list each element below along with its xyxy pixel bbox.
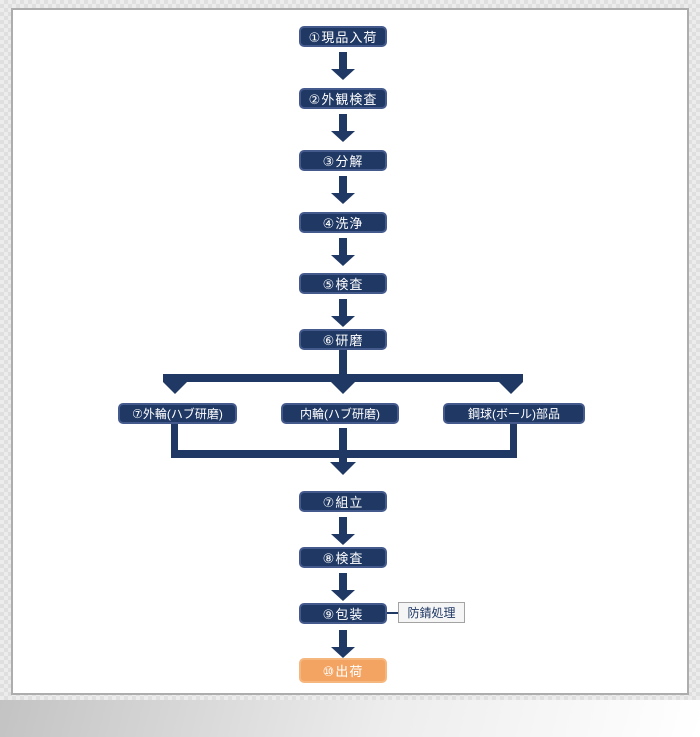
- down-arrow-icon: [331, 238, 355, 266]
- merge-center-stem-line: [339, 428, 347, 462]
- down-arrow-icon: [331, 114, 355, 142]
- flow-step-packaging: ⑨包装: [299, 603, 387, 624]
- flow-step-assembly: ⑦組立: [299, 491, 387, 512]
- merge-arrowhead-icon: [330, 462, 356, 475]
- merge-right-line: [510, 424, 517, 456]
- flow-step-inspection-2: ⑧検査: [299, 547, 387, 568]
- split-stem-line: [339, 350, 347, 378]
- rustproofing-note: 防錆処理: [398, 602, 465, 623]
- split-arrowhead-right-icon: [499, 382, 523, 394]
- flow-step-disassembly: ③分解: [299, 150, 387, 171]
- flow-branch-outer-ring: ⑦外輪(ハブ研磨): [118, 403, 237, 424]
- flow-step-visual-inspection: ②外観検査: [299, 88, 387, 109]
- flow-step-polishing: ⑥研磨: [299, 329, 387, 350]
- flow-step-inspection-1: ⑤検査: [299, 273, 387, 294]
- flow-step-washing: ④洗浄: [299, 212, 387, 233]
- split-arrowhead-center-icon: [331, 382, 355, 394]
- down-arrow-icon: [331, 176, 355, 204]
- down-arrow-icon: [331, 299, 355, 327]
- note-connector-line: [387, 612, 398, 614]
- down-arrow-icon: [331, 630, 355, 658]
- down-arrow-icon: [331, 517, 355, 545]
- down-arrow-icon: [331, 573, 355, 601]
- flowchart-card: [11, 8, 689, 695]
- merge-left-line: [171, 424, 178, 456]
- flow-branch-ball-parts: 鋼球(ボール)部品: [443, 403, 585, 424]
- split-horizontal-line: [163, 374, 523, 382]
- flow-branch-inner-ring: 内輪(ハブ研磨): [281, 403, 399, 424]
- flow-step-arrival: ①現品入荷: [299, 26, 387, 47]
- down-arrow-icon: [331, 52, 355, 80]
- split-arrowhead-left-icon: [163, 382, 187, 394]
- flow-step-shipment: ⑩出荷: [299, 658, 387, 683]
- bottom-shadow: [0, 700, 700, 737]
